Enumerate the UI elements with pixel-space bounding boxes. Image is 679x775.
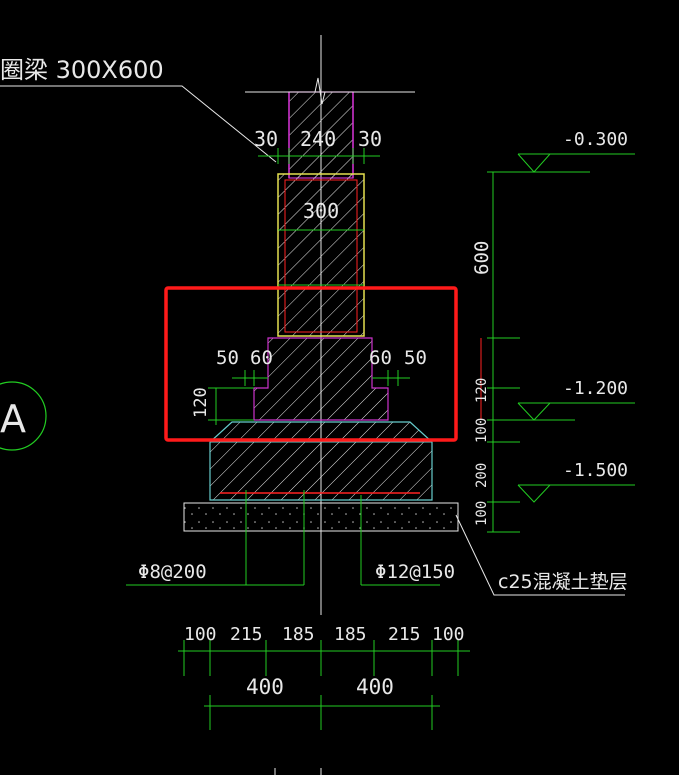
step-dim-left-inner: 60 — [250, 347, 273, 369]
bdim1-0: 100 — [184, 624, 217, 645]
bottom-dims-row2: 400 400 — [204, 675, 440, 730]
vertical-dim-chain: 600 120 100 200 100 — [471, 171, 590, 533]
stepped-footing — [253, 337, 389, 421]
vdim-100b: 100 — [474, 501, 490, 526]
concrete-cushion — [183, 502, 459, 532]
ring-beam: 300 — [277, 173, 365, 337]
bdim1-2: 185 — [282, 624, 315, 645]
cushion-label-group: c25混凝土垫层 — [455, 514, 628, 596]
bottom-dims-row1: 100 215 185 185 215 100 — [178, 624, 470, 676]
vdim-600: 600 — [471, 241, 493, 275]
rebar-right-label: Φ12@150 — [375, 561, 455, 583]
elevation-3: -1.500 — [563, 460, 628, 481]
beam-label: 圈梁 300X600 — [0, 56, 164, 84]
elevation-1: -0.300 — [563, 129, 628, 150]
step-dim-height: 120 — [191, 387, 211, 418]
rebar-leaders: Φ8@200 Φ12@150 — [126, 490, 455, 586]
beam-height-label: 300 — [303, 199, 339, 223]
axis-bubble: A — [0, 381, 47, 451]
elevation-markers: -0.300 -1.200 -1.500 — [517, 129, 635, 503]
cushion-label: c25混凝土垫层 — [498, 571, 628, 593]
footing-base — [209, 421, 433, 501]
elevation-2: -1.200 — [563, 378, 628, 399]
step-dim-left-outer: 50 — [216, 347, 239, 369]
vdim-120: 120 — [474, 378, 490, 403]
step-dim-right-outer: 50 — [404, 347, 427, 369]
axis-label: A — [0, 397, 26, 441]
wall-dim-group: 30 240 30 — [254, 127, 382, 164]
step-dims: 50 60 60 50 120 — [191, 347, 427, 425]
bdim2-0: 400 — [246, 675, 284, 699]
bdim1-5: 100 — [432, 624, 465, 645]
rebar-left-label: Φ8@200 — [138, 561, 207, 583]
bdim1-3: 185 — [334, 624, 367, 645]
beam-label-group: 圈梁 300X600 — [0, 56, 277, 163]
vdim-200: 200 — [474, 463, 490, 488]
bdim1-4: 215 — [388, 624, 421, 645]
wall-dim-right: 30 — [358, 127, 382, 151]
bdim1-1: 215 — [230, 624, 263, 645]
brick-wall — [288, 77, 354, 179]
bdim2-1: 400 — [356, 675, 394, 699]
highlight-box — [164, 286, 458, 442]
step-dim-right-inner: 60 — [369, 347, 392, 369]
wall-dim-left: 30 — [254, 127, 278, 151]
wall-dim-thickness: 240 — [300, 127, 336, 151]
vdim-100a: 100 — [474, 418, 490, 443]
